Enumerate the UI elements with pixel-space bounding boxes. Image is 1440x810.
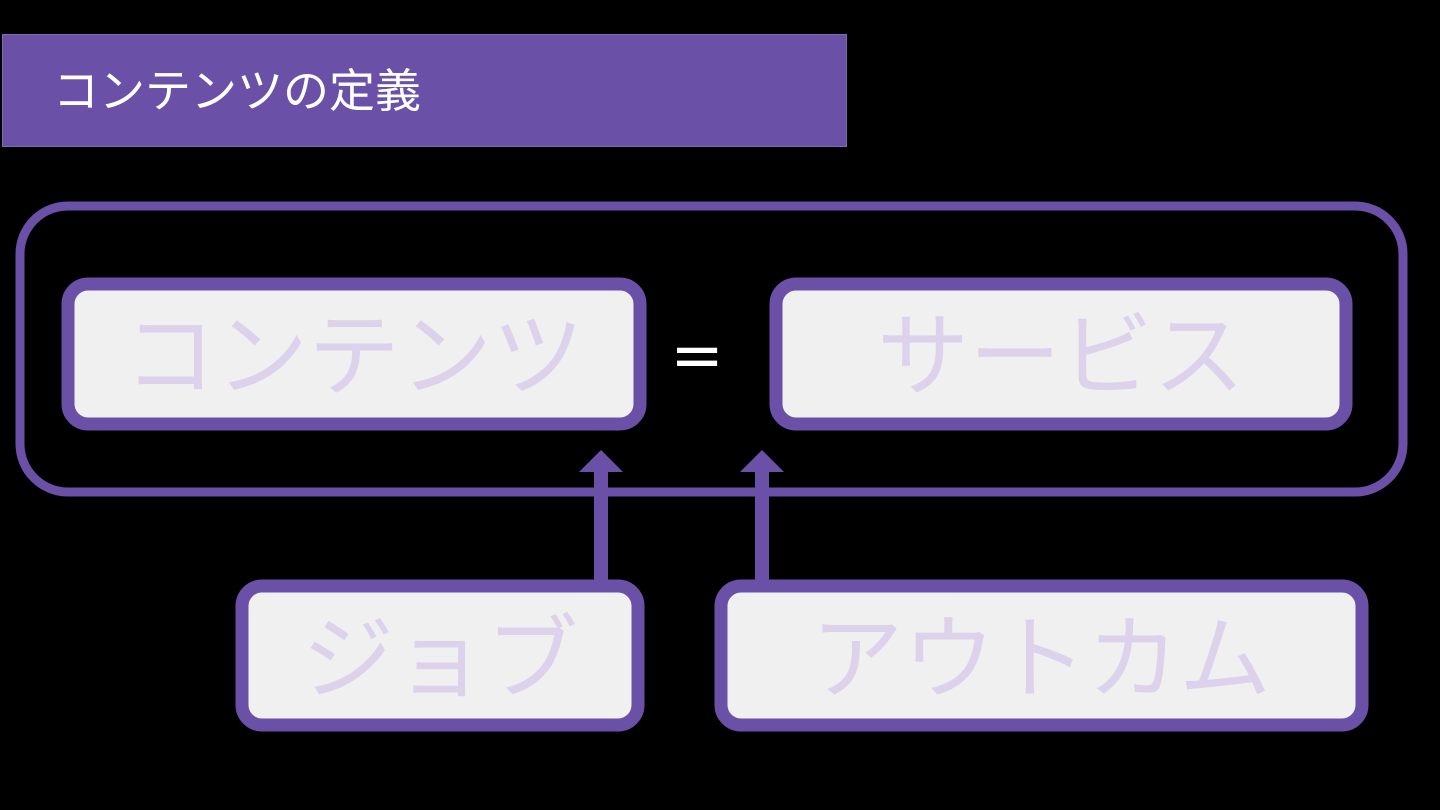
job-label: ジョブ: [302, 606, 578, 713]
service-box: サービス: [769, 277, 1353, 431]
group-frame: [15, 201, 1408, 497]
content-label: コンテンツ: [124, 303, 584, 410]
title-bar: コンテンツの定義: [2, 34, 847, 147]
service-label: サービス: [877, 303, 1245, 410]
outcome-label: アウトカム: [811, 606, 1271, 713]
arrow-up-icon: [579, 450, 623, 584]
equals-sign: =: [670, 319, 724, 393]
content-box: コンテンツ: [61, 277, 647, 431]
page-title: コンテンツの定義: [53, 63, 421, 118]
outcome-box: アウトカム: [714, 579, 1369, 732]
job-box: ジョブ: [235, 579, 645, 732]
arrow-up-icon: [740, 450, 784, 584]
